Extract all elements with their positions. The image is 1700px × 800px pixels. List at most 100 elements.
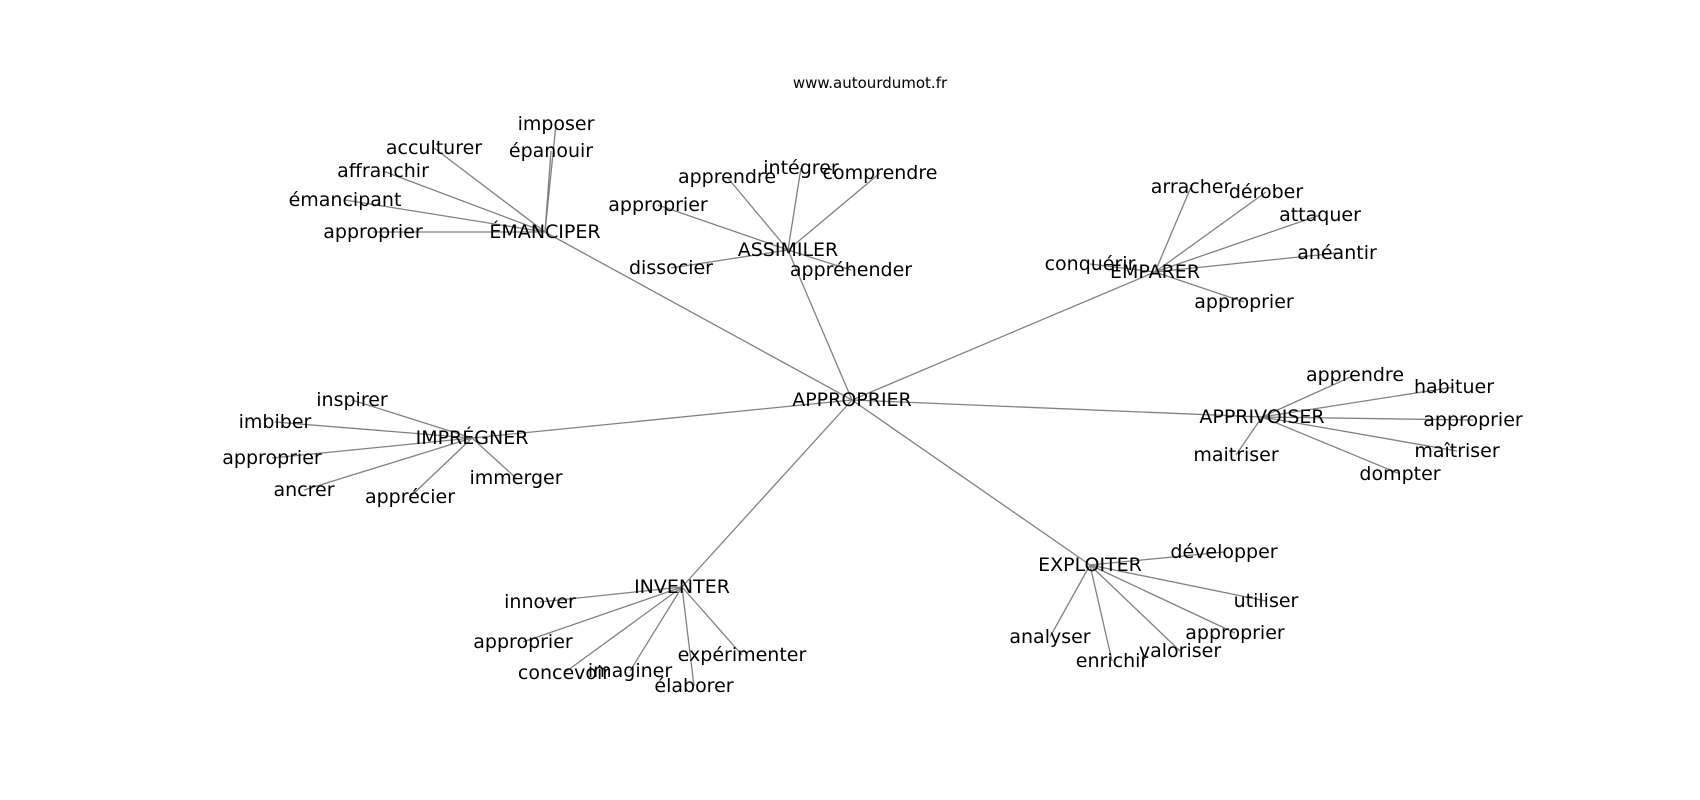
leaf-node-assimiler-integrer: intégrer [763, 157, 839, 179]
edge-center-impregner [471, 399, 853, 439]
leaf-node-impregner-immerger: immerger [469, 467, 562, 489]
edge-emparer-attaquer [1154, 214, 1321, 273]
leaf-node-emanciper-emancipant: émancipant [289, 189, 402, 211]
hub-node-exploiter: EXPLOITER [1038, 554, 1142, 576]
leaf-node-inventer-experimenter: expérimenter [678, 644, 807, 666]
leaf-node-exploiter-analyser: analyser [1009, 626, 1090, 648]
leaf-node-exploiter-utiliser: utiliser [1234, 590, 1299, 612]
edge-impregner-apprecier [409, 437, 473, 498]
leaf-node-impregner-ancrer: ancrer [273, 479, 334, 501]
edge-exploiter-utiliser [1089, 564, 1267, 602]
leaf-node-impregner-inspirer: inspirer [316, 389, 388, 411]
hub-node-assimiler: ASSIMILER [738, 239, 839, 261]
leaf-node-exploiter-developper: développer [1170, 541, 1277, 563]
edge-assimiler-integrer [787, 167, 802, 251]
edge-impregner-immerger [471, 437, 517, 479]
edge-exploiter-enrichir [1089, 564, 1113, 662]
leaf-node-emparer-derober: dérober [1229, 181, 1304, 203]
hub-node-emparer: EMPARER [1110, 261, 1200, 283]
leaf-node-assimiler-approprier: approprier [608, 194, 708, 216]
edge-apprivoiser-approprier [1261, 416, 1474, 421]
leaf-node-emparer-arracher: arracher [1151, 176, 1232, 198]
edge-emparer-derober [1154, 191, 1267, 273]
hub-node-inventer: INVENTER [634, 576, 730, 598]
leaf-node-exploiter-approprier: approprier [1185, 622, 1285, 644]
leaf-node-emparer-conquerir: conquérir [1045, 253, 1136, 275]
edge-emanciper-affranchir [382, 170, 546, 233]
leaf-node-apprivoiser-habituer: habituer [1414, 376, 1494, 398]
leaf-node-inventer-innover: innover [504, 591, 576, 613]
edge-emanciper-epanouir [544, 150, 552, 233]
edge-apprivoiser-maitriser [1261, 416, 1458, 452]
leaf-node-emanciper-affranchir: affranchir [337, 160, 429, 182]
leaf-node-assimiler-apprendre: apprendre [678, 166, 776, 188]
edge-emparer-approprier [1154, 271, 1245, 303]
leaf-node-assimiler-dissocier: dissocier [629, 257, 713, 279]
source-label: www.autourdumot.fr [793, 74, 948, 92]
center-node-label: APPROPRIER [792, 389, 912, 411]
edge-inventer-elaborer [681, 586, 695, 687]
edge-center-apprivoiser [851, 399, 1263, 418]
leaf-node-impregner-apprecier: apprécier [365, 486, 455, 508]
leaf-node-inventer-concevoir: concevoir [518, 662, 610, 684]
edge-assimiler-apprendre [726, 176, 789, 251]
label-layer: APPROPRIER ÉMANCIPER imposer épanouir accult… [222, 113, 1523, 697]
leaf-node-apprivoiser-dompter: dompter [1359, 463, 1440, 485]
edge-exploiter-valoriser [1089, 564, 1181, 652]
edge-emanciper-emancipant [344, 199, 546, 233]
edge-impregner-imbiber [274, 421, 473, 439]
leaf-node-emanciper-imposer: imposer [518, 113, 595, 135]
leaf-node-emparer-approprier: approprier [1194, 291, 1294, 313]
edge-emparer-aneantir [1154, 252, 1338, 273]
edge-center-inventer [681, 399, 853, 588]
edge-impregner-approprier [271, 437, 473, 459]
leaf-node-emanciper-acculturer: acculturer [386, 137, 482, 159]
leaf-node-impregner-imbiber: imbiber [239, 411, 312, 433]
leaf-node-emparer-attaquer: attaquer [1279, 204, 1361, 226]
leaf-node-apprivoiser-maitriser: maîtriser [1414, 440, 1500, 462]
hub-node-emanciper: ÉMANCIPER [489, 220, 600, 243]
edge-inventer-innover [539, 586, 683, 603]
edge-assimiler-comprendre [787, 172, 881, 251]
edge-assimiler-approprier [657, 204, 789, 251]
edge-center-exploiter [851, 399, 1091, 566]
edge-inventer-approprier [522, 586, 683, 643]
leaf-node-assimiler-apprehender: appréhender [790, 259, 912, 281]
edge-center-assimiler [787, 249, 853, 401]
leaf-node-apprivoiser-apprendre: apprendre [1306, 364, 1404, 386]
edge-apprivoiser-apprendre [1261, 374, 1356, 418]
leaf-node-emparer-aneantir: anéantir [1297, 242, 1377, 264]
leaf-node-emanciper-approprier: approprier [323, 221, 423, 243]
edge-inventer-imaginer [629, 586, 683, 672]
edge-assimiler-dissocier [670, 249, 789, 269]
edge-emparer-arracher [1154, 186, 1192, 273]
edge-layer [271, 123, 1474, 687]
leaf-node-emanciper-epanouir: épanouir [509, 140, 593, 162]
leaf-node-exploiter-valoriser: valoriser [1139, 640, 1221, 662]
leaf-node-inventer-elaborer: élaborer [654, 675, 733, 697]
edge-center-emanciper [544, 231, 853, 401]
edge-inventer-concevoir [563, 586, 683, 674]
leaf-node-apprivoiser-maitriser: maitriser [1193, 444, 1279, 466]
edge-assimiler-apprehender [787, 249, 852, 271]
edge-emparer-conquerir [1089, 263, 1156, 273]
edge-emanciper-acculturer [433, 147, 546, 233]
edge-apprivoiser-maitriser [1235, 416, 1263, 456]
edge-apprivoiser-dompter [1261, 416, 1401, 475]
leaf-node-inventer-imaginer: imaginer [588, 660, 673, 682]
edge-impregner-ancrer [303, 437, 473, 491]
edge-exploiter-developper [1089, 551, 1225, 566]
hub-node-impregner: IMPRÉGNER [416, 426, 529, 449]
leaf-node-exploiter-enrichir: enrichir [1076, 650, 1149, 672]
edge-exploiter-approprier [1089, 564, 1236, 634]
leaf-node-impregner-approprier: approprier [222, 447, 322, 469]
leaf-node-inventer-approprier: approprier [473, 631, 573, 653]
hub-node-apprivoiser: APPRIVOISER [1199, 406, 1324, 428]
leaf-node-apprivoiser-approprier: approprier [1423, 409, 1523, 431]
edge-center-emparer [851, 271, 1156, 401]
edge-inventer-experimenter [681, 586, 743, 656]
edge-exploiter-analyser [1049, 564, 1091, 638]
leaf-node-assimiler-comprendre: comprendre [823, 162, 938, 184]
edge-apprivoiser-habituer [1261, 386, 1455, 418]
